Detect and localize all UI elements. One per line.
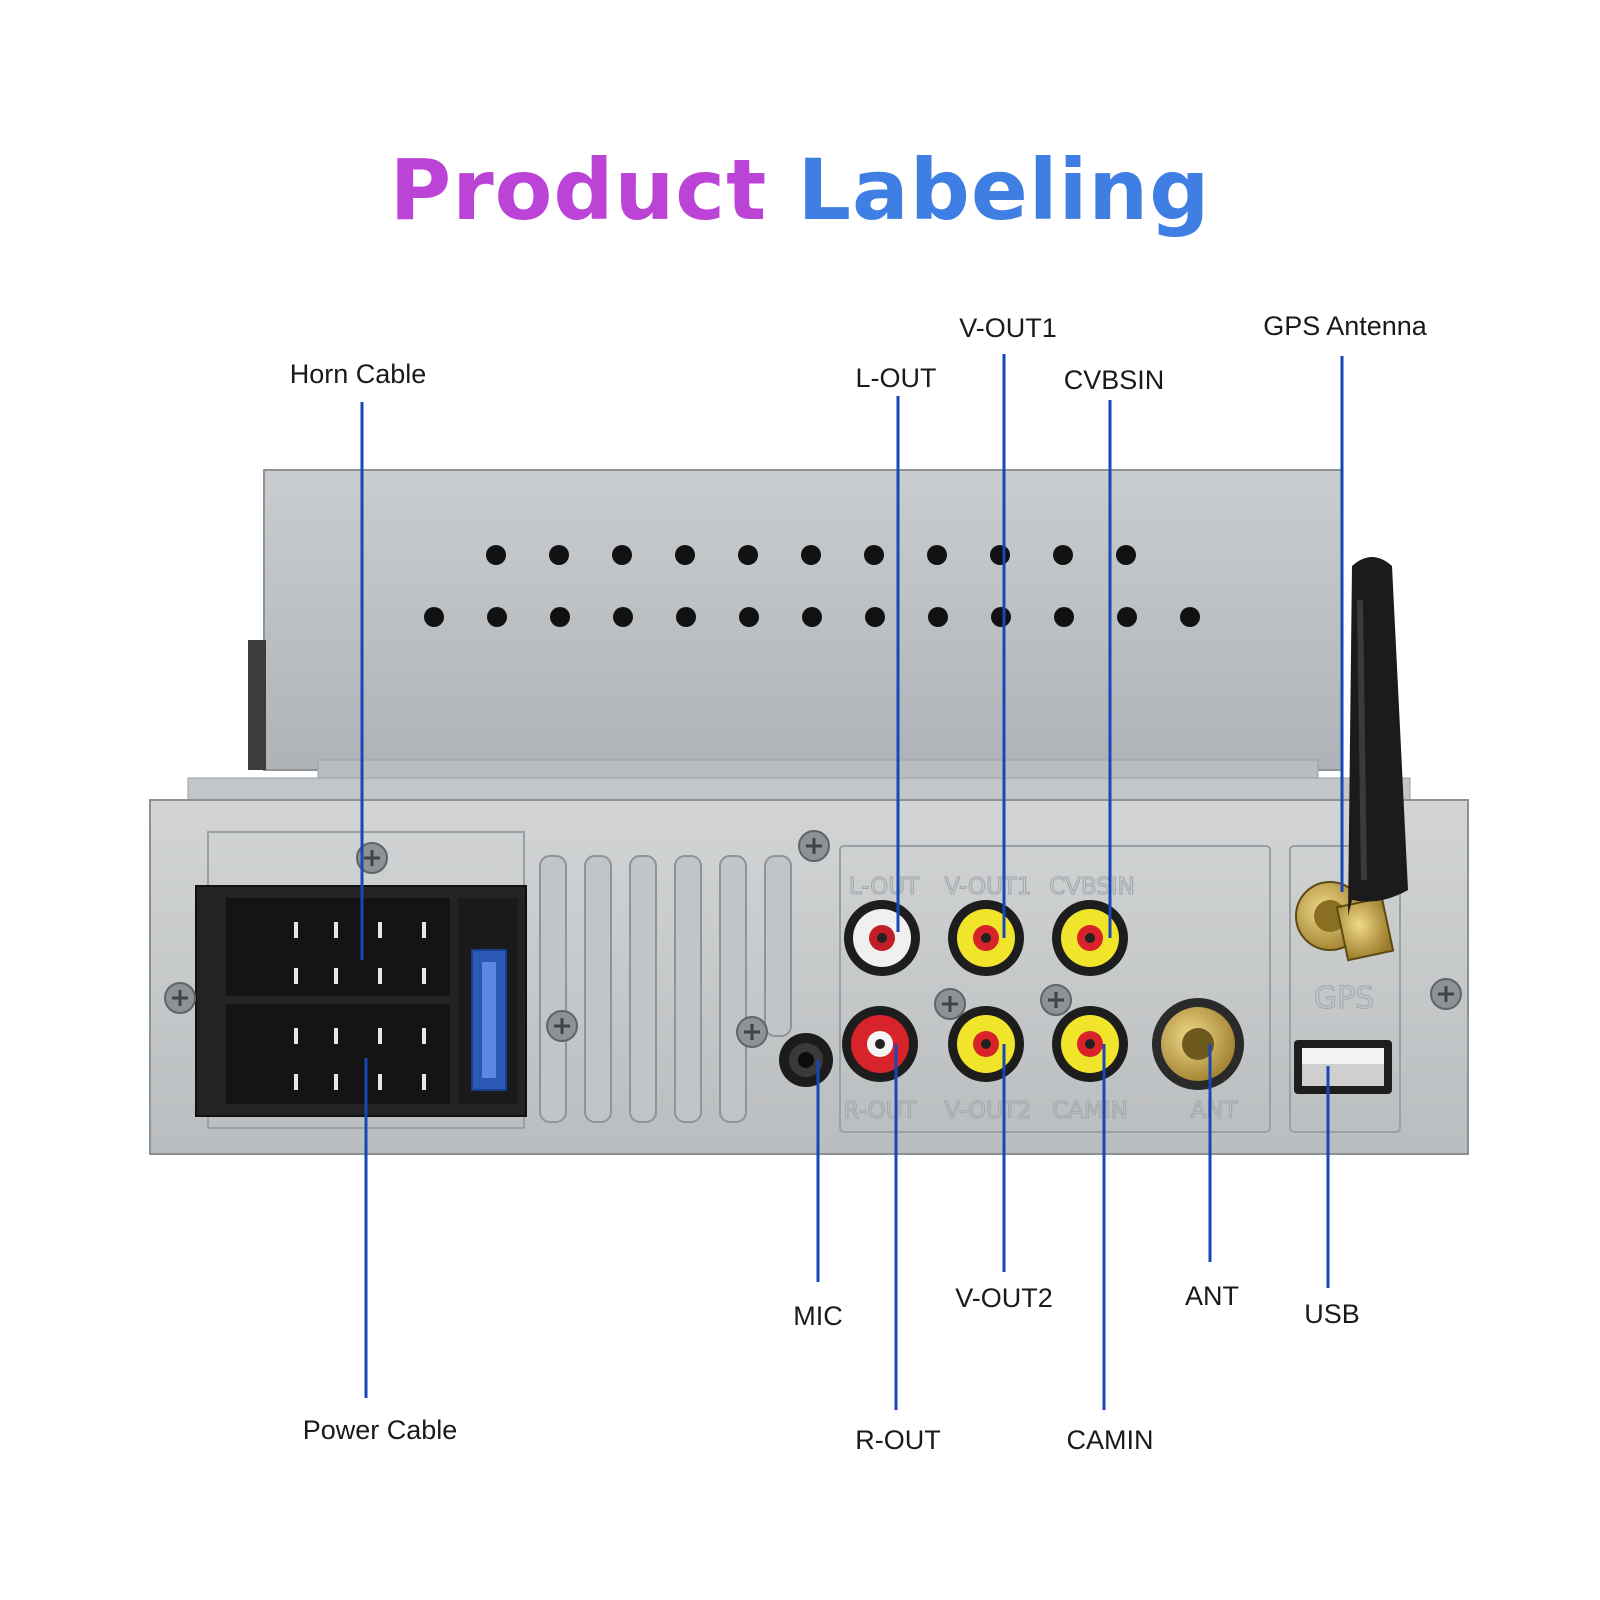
vent-hole	[928, 607, 948, 627]
screw	[546, 1010, 578, 1042]
vent-hole	[802, 607, 822, 627]
label-cvbsin: CVBSIN	[1063, 365, 1165, 395]
connector-pin	[334, 968, 338, 984]
panel-text-v-out1: V-OUT1	[945, 874, 1032, 900]
screw	[736, 1016, 768, 1048]
screw	[1430, 978, 1462, 1010]
screw	[164, 982, 196, 1014]
panel-text-gps: GPS	[1314, 981, 1374, 1016]
title-word-labeling: Labeling	[797, 141, 1211, 239]
usb-port	[1294, 1040, 1392, 1094]
panel-text-camin: CAMIN	[1052, 1098, 1128, 1124]
connector-pin	[294, 1028, 298, 1044]
radio-antenna-connector	[1152, 998, 1244, 1090]
vent-hole	[865, 607, 885, 627]
panel-text-l-out: L-OUT	[849, 874, 920, 900]
label-v-out1: V-OUT1	[959, 313, 1057, 343]
label-horn-cable: Horn Cable	[289, 359, 427, 389]
vent-hole	[739, 607, 759, 627]
vent-hole	[676, 607, 696, 627]
rca-jack-r-out	[842, 1006, 918, 1082]
vent-hole	[927, 545, 947, 565]
vent-hole	[612, 545, 632, 565]
connector-pin	[294, 922, 298, 938]
heat-sink-fins	[539, 855, 792, 1123]
panel-text-cvbsin: CVBSIN	[1049, 874, 1135, 900]
vent-hole	[864, 545, 884, 565]
vent-hole	[801, 545, 821, 565]
connector-pin	[422, 1028, 426, 1044]
panel-text-v-out2: V-OUT2	[945, 1098, 1032, 1124]
rca-jack-v-out1	[948, 900, 1024, 976]
vent-hole	[550, 607, 570, 627]
screw	[934, 988, 966, 1020]
page-title: Product Labeling	[0, 140, 1600, 240]
connector-pin	[334, 1028, 338, 1044]
vent-hole	[549, 545, 569, 565]
vent-hole	[1117, 607, 1137, 627]
label-usb: USB	[1304, 1299, 1360, 1329]
screw	[798, 830, 830, 862]
connector-pin	[378, 1074, 382, 1090]
panel-text-ant: ANT	[1191, 1098, 1239, 1124]
rca-jack-l-out	[844, 900, 920, 976]
vent-hole	[486, 545, 506, 565]
label-v-out2: V-OUT2	[955, 1283, 1053, 1313]
gps-antenna	[1295, 557, 1408, 962]
connector-pin	[334, 922, 338, 938]
connector-pin	[378, 922, 382, 938]
label-l-out: L-OUT	[855, 363, 937, 393]
connector-pin	[422, 922, 426, 938]
connector-pin	[294, 1074, 298, 1090]
vent-hole	[613, 607, 633, 627]
connector-pin	[294, 968, 298, 984]
label-r-out: R-OUT	[855, 1425, 941, 1455]
vent-hole	[990, 545, 1010, 565]
connector-pins	[294, 922, 426, 1090]
label-power-cable: Power Cable	[302, 1415, 458, 1445]
connector-pin	[422, 968, 426, 984]
rca-jack-v-out2	[948, 1006, 1024, 1082]
vent-hole	[1053, 545, 1073, 565]
vent-hole	[487, 607, 507, 627]
rca-jack-camin	[1052, 1006, 1128, 1082]
connector-pin	[378, 1028, 382, 1044]
connector-pin	[422, 1074, 426, 1090]
panel-text-r-out: R-OUT	[844, 1098, 918, 1124]
screw	[356, 842, 388, 874]
mic-jack	[779, 1033, 833, 1087]
label-camin: CAMIN	[1066, 1425, 1154, 1455]
vent-hole	[1180, 607, 1200, 627]
vent-hole	[991, 607, 1011, 627]
screw	[1040, 984, 1072, 1016]
rca-jack-cvbsin	[1052, 900, 1128, 976]
vent-hole	[1054, 607, 1074, 627]
mounting-screws	[164, 830, 1462, 1048]
vent-hole	[1116, 545, 1136, 565]
metal-housing	[187, 469, 1411, 801]
connector-pin	[334, 1074, 338, 1090]
vent-hole	[675, 545, 695, 565]
label-gps-antenna: GPS Antenna	[1263, 311, 1427, 341]
label-mic: MIC	[793, 1301, 843, 1331]
vent-hole	[424, 607, 444, 627]
label-ant: ANT	[1185, 1281, 1239, 1311]
title-word-product: Product	[389, 141, 768, 239]
vent-hole	[738, 545, 758, 565]
connector-pin	[378, 968, 382, 984]
